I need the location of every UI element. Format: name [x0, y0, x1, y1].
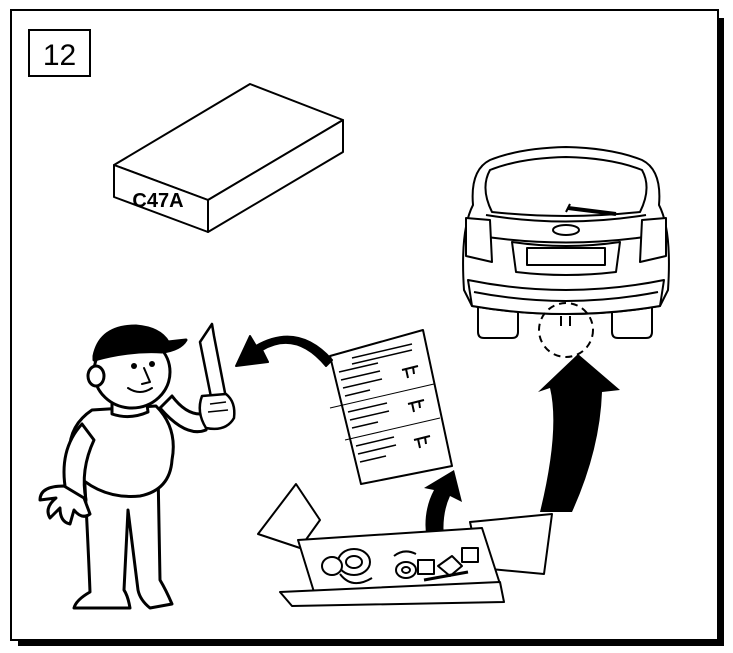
step-number-badge: 12	[29, 30, 90, 76]
car-rear-view-icon	[463, 147, 669, 338]
package-label: C47A	[132, 190, 183, 212]
step-number: 12	[43, 39, 76, 72]
